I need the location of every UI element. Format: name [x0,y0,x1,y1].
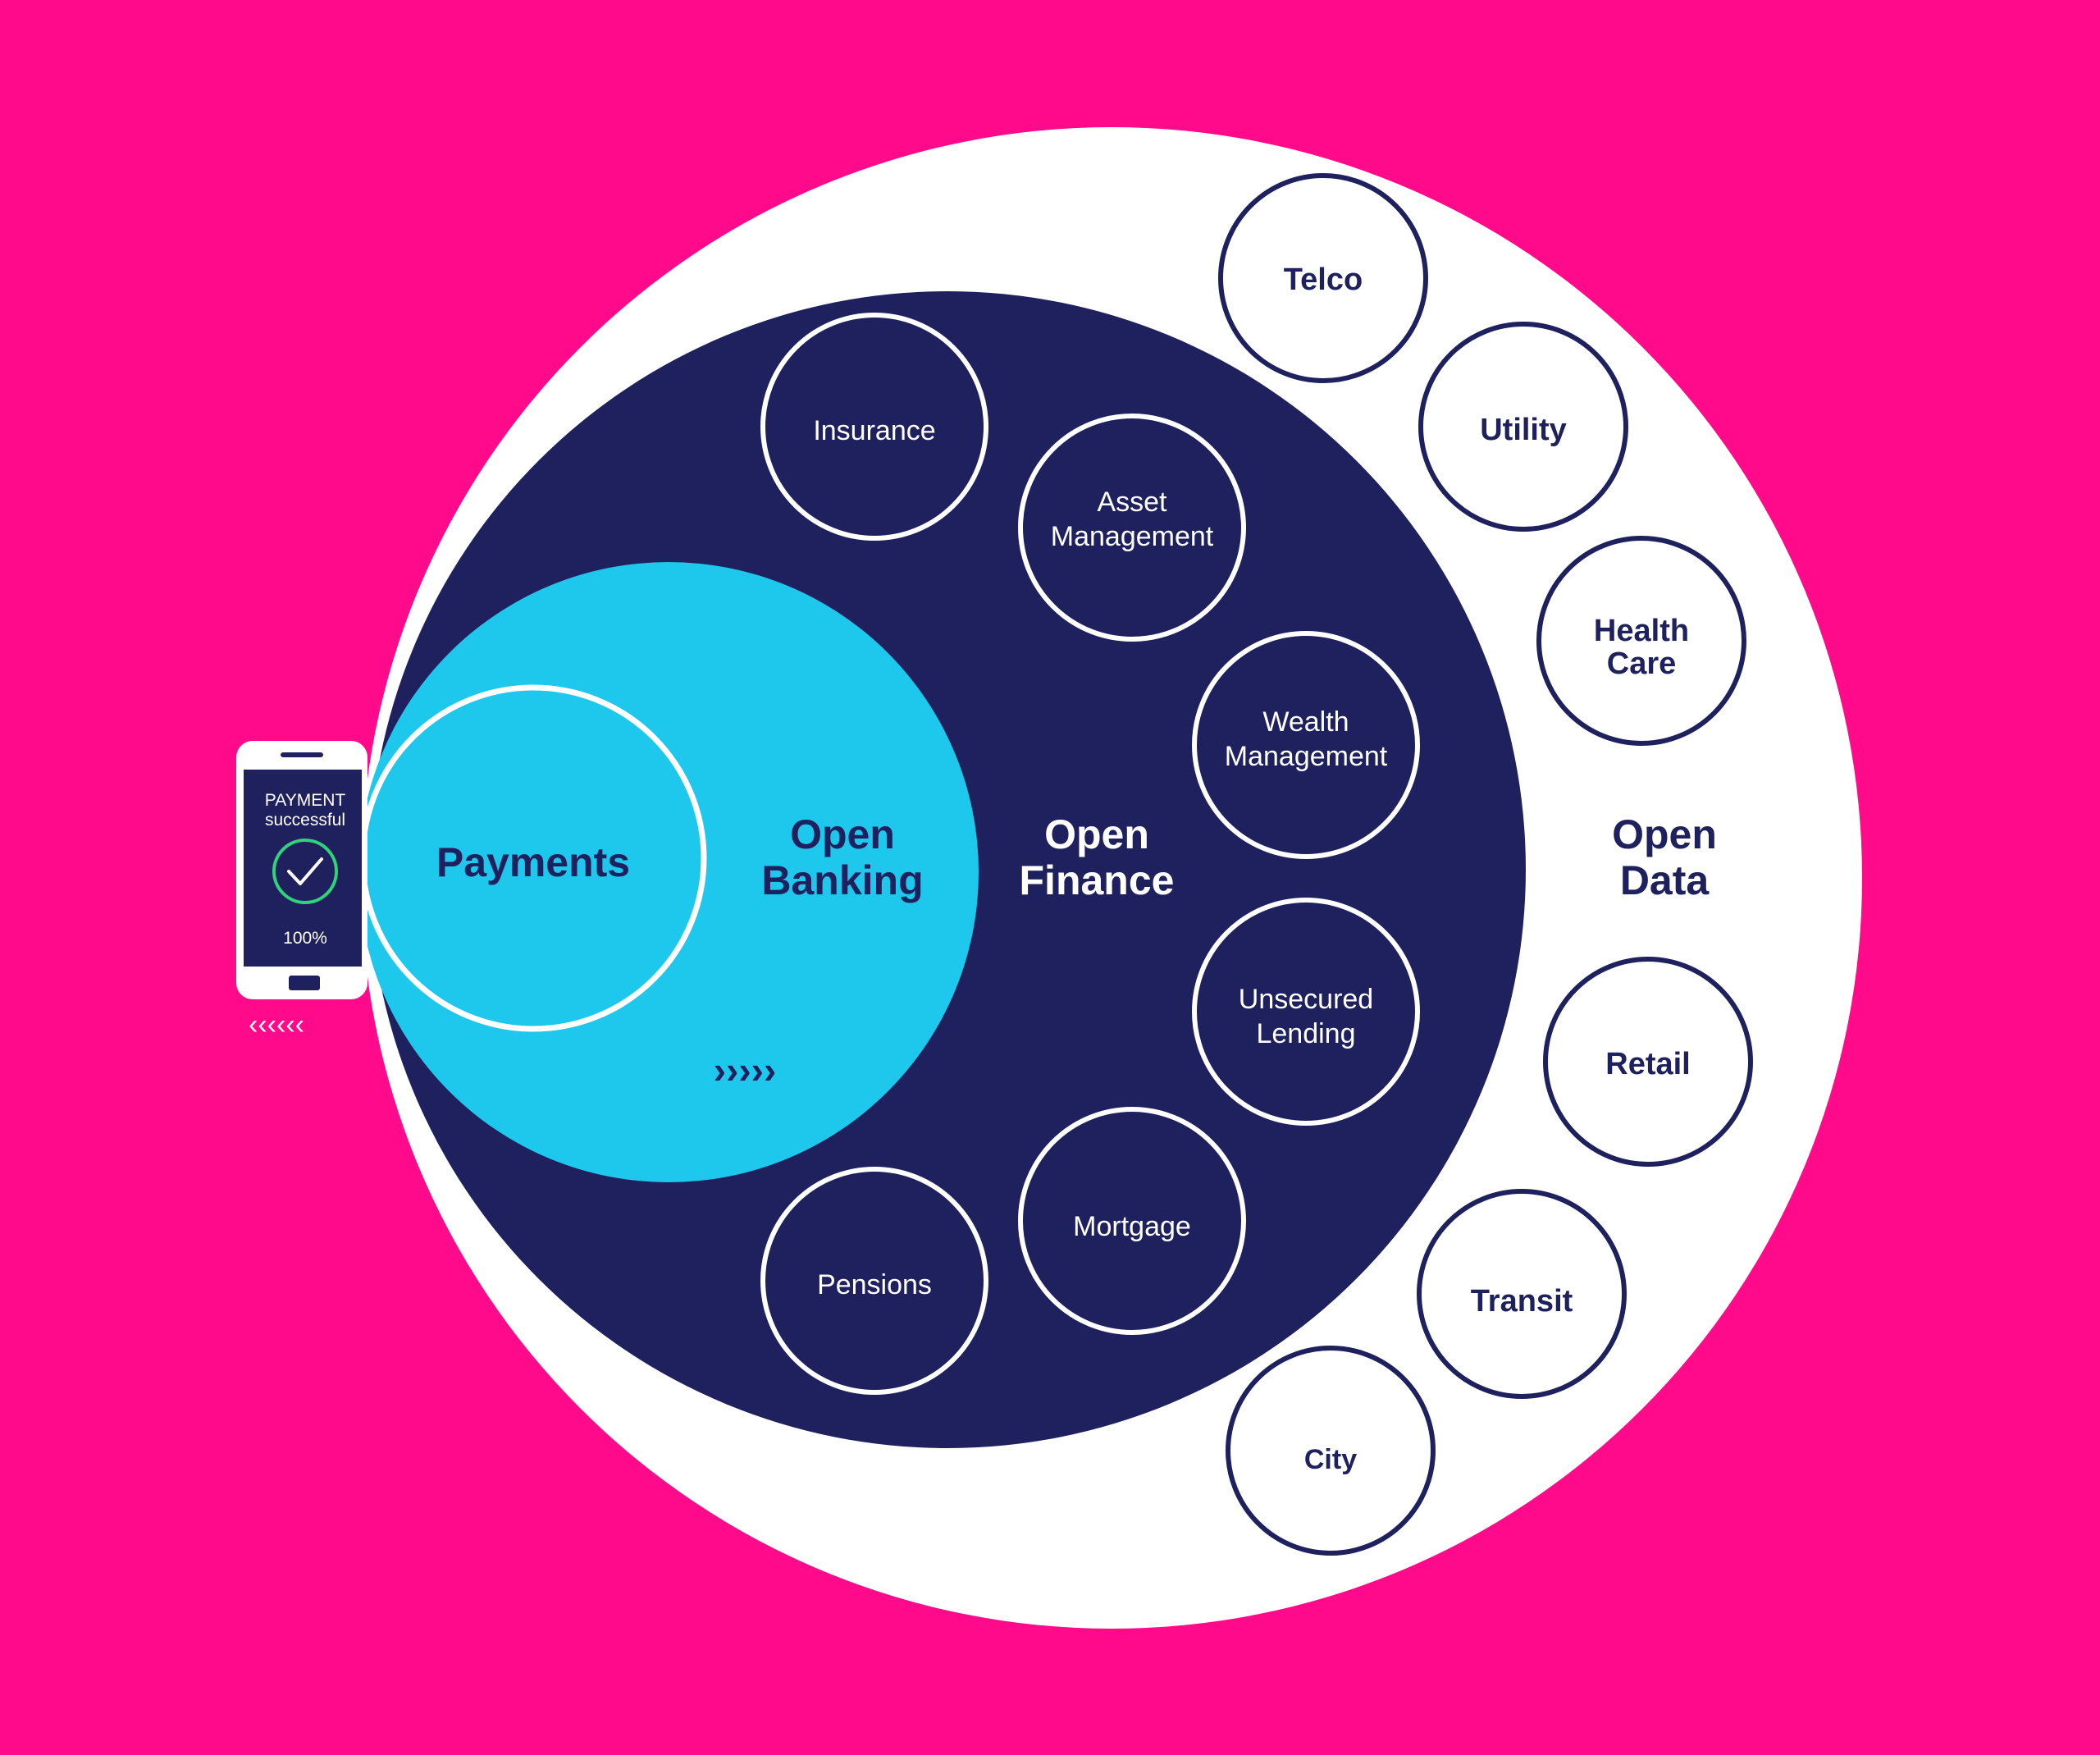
open-banking-label-line1: Open [790,811,895,857]
item-label: Mortgage [1073,1211,1191,1242]
open-data-item-transit: Transit [1417,1189,1627,1399]
item-label: Asset [1097,487,1167,518]
payments-label: Payments [436,839,630,885]
open-finance-item-wealth-management: Wealth Management [1192,631,1420,859]
item-label-line2: Management [1225,741,1388,772]
open-data-item-health-care: Health Care [1536,536,1746,746]
phone: PAYMENT successful 100% [236,741,368,999]
open-finance-item-unsecured-lending: Unsecured Lending [1192,898,1420,1126]
item-label: City [1304,1444,1357,1475]
payment-status-line1: PAYMENT [265,791,346,810]
open-finance-item-mortgage: Mortgage [1018,1107,1246,1335]
open-banking-label-line2: Banking [761,857,923,903]
open-finance-item-insurance: Insurance [760,313,988,541]
phone-speaker [281,752,323,757]
open-data-item-retail: Retail [1543,957,1753,1167]
item-label: Wealth [1262,706,1349,738]
open-finance-item-asset-management: Asset Management [1018,414,1246,642]
open-data-label-line1: Open [1612,811,1717,857]
item-label: Telco [1284,263,1363,297]
item-label: Retail [1605,1047,1690,1081]
item-label: Health [1594,614,1689,648]
open-data-item-utility: Utility [1418,322,1628,532]
phone-arrows: ‹‹‹‹‹‹ [249,1009,304,1040]
item-label: Utility [1480,413,1567,447]
payment-progress-text: 100% [283,929,327,948]
item-label: Insurance [813,415,935,446]
payment-status-line2: successful [265,811,345,830]
item-label: Pensions [817,1269,932,1300]
item-label: Transit [1471,1284,1573,1319]
item-label-line2: Management [1051,521,1214,552]
open-finance-label-line1: Open [1044,811,1149,857]
item-label-line2: Lending [1256,1018,1355,1049]
phone-screen [244,770,362,967]
open-data-item-telco: Telco [1218,173,1428,383]
phone-home-button [289,976,320,990]
open-finance-item-pensions: Pensions [760,1167,988,1395]
open-data-label-line2: Data [1620,857,1710,903]
open-banking-arrows: ››››› [714,1049,777,1091]
open-finance-label-line2: Finance [1020,857,1175,903]
item-label: Unsecured [1239,984,1373,1015]
item-label-line2: Care [1607,647,1677,681]
open-data-item-city: City [1226,1346,1436,1556]
checkmark-icon [272,839,338,904]
